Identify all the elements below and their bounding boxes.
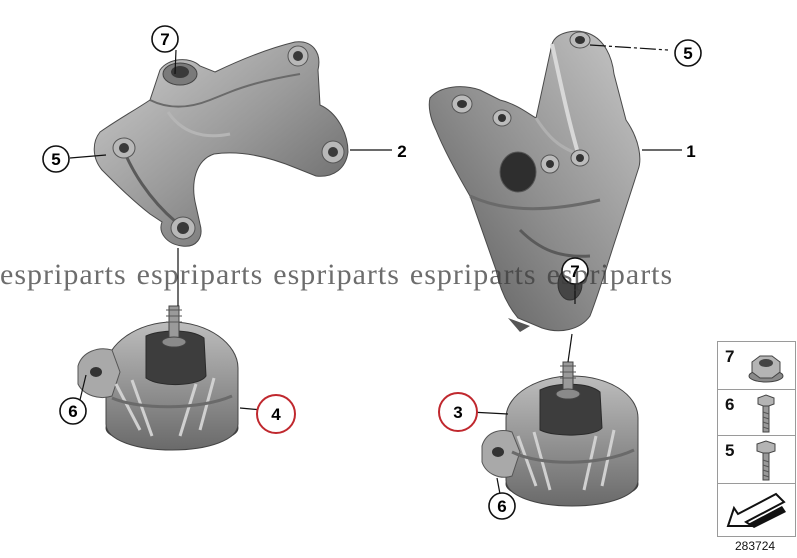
legend-number: 7 bbox=[725, 347, 735, 366]
arrow-down-left-icon bbox=[726, 492, 786, 528]
callout-label: 6 bbox=[497, 497, 506, 516]
hardware-legend: 7 6 5 bbox=[717, 341, 796, 537]
hex-bolt-icon bbox=[757, 394, 775, 433]
callout-1[interactable]: 1 bbox=[686, 142, 695, 161]
part-3-engine-mount[interactable] bbox=[481, 361, 639, 507]
legend-row-7[interactable]: 7 bbox=[718, 342, 795, 390]
callout-label: 5 bbox=[683, 44, 692, 63]
callout-2[interactable]: 2 bbox=[397, 142, 406, 161]
callout-label: 7 bbox=[570, 262, 579, 281]
callout-4-highlighted[interactable]: 4 bbox=[256, 394, 296, 434]
callout-7-top-left[interactable]: 7 bbox=[151, 25, 179, 53]
callout-7-right[interactable]: 7 bbox=[561, 257, 589, 285]
callout-label: 2 bbox=[397, 142, 406, 161]
legend-number: 5 bbox=[725, 441, 735, 460]
callout-label: 6 bbox=[68, 402, 77, 421]
callout-label: 1 bbox=[686, 142, 695, 161]
legend-row-5[interactable]: 5 bbox=[718, 436, 795, 484]
callout-6-right[interactable]: 6 bbox=[488, 492, 516, 520]
part-2-bracket[interactable] bbox=[93, 41, 349, 247]
diagram-number: 283724 bbox=[735, 539, 776, 553]
legend-number: 6 bbox=[725, 395, 735, 414]
callout-label: 5 bbox=[51, 150, 60, 169]
callout-label: 7 bbox=[160, 30, 169, 49]
hex-bolt-icon bbox=[756, 440, 776, 481]
callout-5-top-right[interactable]: 5 bbox=[674, 39, 702, 67]
callout-label: 3 bbox=[453, 403, 462, 422]
part-1-bracket[interactable] bbox=[428, 30, 641, 332]
callout-label: 4 bbox=[271, 405, 281, 424]
legend-row-6[interactable]: 6 bbox=[718, 390, 795, 436]
part-4-engine-mount[interactable] bbox=[77, 305, 239, 451]
callout-5-left[interactable]: 5 bbox=[42, 145, 70, 173]
callout-6-left[interactable]: 6 bbox=[59, 397, 87, 425]
callout-3-highlighted[interactable]: 3 bbox=[438, 392, 478, 432]
flange-nut-icon bbox=[748, 355, 784, 383]
assembly-lines bbox=[69, 44, 682, 495]
legend-row-footer bbox=[718, 484, 795, 536]
